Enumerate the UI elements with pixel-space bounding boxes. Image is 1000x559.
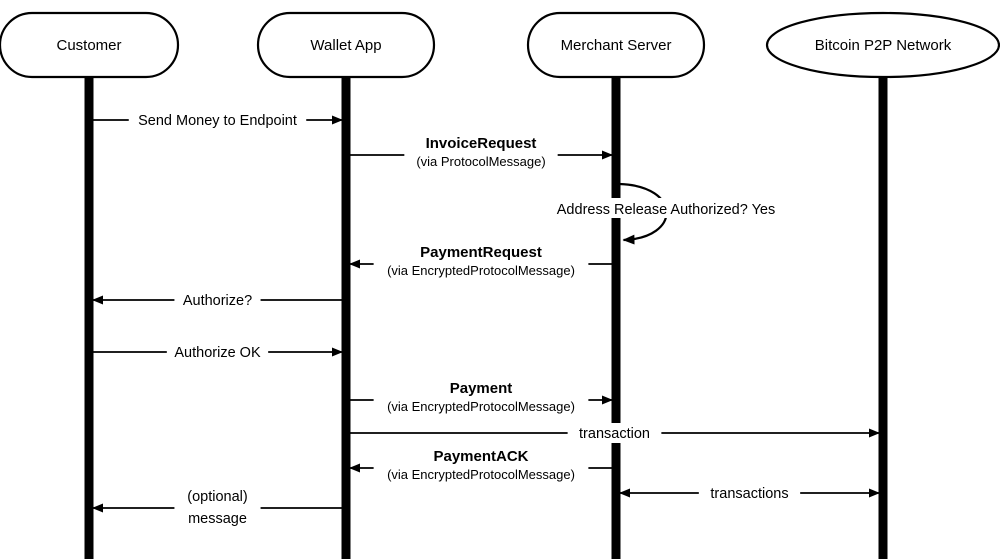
message-label-authorize-query: Authorize?: [183, 293, 252, 309]
label-backdrop-invoice-request: [404, 149, 558, 161]
message-label-payment-request: PaymentRequest: [420, 244, 542, 261]
label-backdrop-send-money: [128, 110, 307, 130]
message-sublabel-payment: (via EncryptedProtocolMessage): [387, 399, 575, 414]
participant-label-wallet: Wallet App: [310, 37, 381, 54]
message-label-address-release: Address Release Authorized? Yes: [557, 202, 775, 218]
message-sublabel-invoice-request: (via ProtocolMessage): [416, 154, 545, 169]
label-backdrop-address-release: [545, 198, 787, 218]
participants-layer: Customer Wallet App Merchant Server Bitcoin…: [0, 11, 1000, 79]
message-transaction[interactable]: transaction: [349, 423, 880, 443]
message-label-transaction: transaction: [579, 426, 650, 442]
message-label-payment-ack: PaymentACK: [433, 448, 528, 465]
lifeline-wallet: [341, 78, 351, 559]
message-label-send-money: Send Money to Endpoint: [138, 113, 297, 129]
label-backdrop-payment: [373, 394, 589, 406]
lifelines-layer: [84, 78, 888, 559]
label-backdrop-transaction: [567, 423, 662, 443]
message-payment-ack[interactable]: PaymentACK (via EncryptedProtocolMessage): [349, 448, 613, 482]
participant-shape-customer[interactable]: [0, 11, 180, 79]
participant-label-merchant: Merchant Server: [561, 37, 672, 54]
participant-label-customer: Customer: [56, 37, 121, 54]
message-label-invoice-request: InvoiceRequest: [426, 135, 537, 152]
label-backdrop-optional-message: [174, 505, 261, 512]
label-backdrop-payment-ack: [373, 462, 589, 474]
label-backdrop-payment-request: [373, 258, 589, 270]
message-send-money[interactable]: Send Money to Endpoint: [92, 110, 343, 130]
lifeline-bitcoin: [878, 78, 888, 559]
message-transactions[interactable]: transactions: [619, 483, 880, 503]
participant-label-bitcoin: Bitcoin P2P Network: [815, 37, 952, 54]
lifeline-merchant: [611, 78, 621, 559]
message-payment-request[interactable]: PaymentRequest (via EncryptedProtocolMess…: [349, 244, 613, 278]
message-invoice-request[interactable]: InvoiceRequest (via ProtocolMessage): [349, 135, 613, 169]
participant-shape-merchant[interactable]: [526, 11, 706, 79]
message-authorize-query[interactable]: Authorize?: [92, 290, 343, 310]
participant-shape-bitcoin[interactable]: [765, 11, 1000, 79]
lifeline-customer: [84, 78, 94, 559]
message-optional-message[interactable]: (optional) message: [92, 489, 343, 527]
label-backdrop-authorize-ok: [166, 342, 269, 362]
message-label-transactions: transactions: [710, 486, 788, 502]
label-backdrop-authorize-query: [174, 290, 261, 310]
message-label-authorize-ok: Authorize OK: [174, 345, 261, 361]
message-sublabel-payment-ack: (via EncryptedProtocolMessage): [387, 467, 575, 482]
message-address-release[interactable]: Address Release Authorized? Yes: [545, 182, 787, 245]
participant-shape-wallet[interactable]: [256, 11, 436, 79]
message-sublabel-payment-request: (via EncryptedProtocolMessage): [387, 263, 575, 278]
message-payment[interactable]: Payment (via EncryptedProtocolMessage): [349, 380, 613, 414]
message-label-payment: Payment: [450, 380, 513, 397]
message-sublabel-optional-message: message: [188, 511, 247, 527]
message-authorize-ok[interactable]: Authorize OK: [92, 342, 343, 362]
message-label-optional-message: (optional): [187, 489, 247, 505]
label-backdrop-transactions: [698, 483, 801, 503]
